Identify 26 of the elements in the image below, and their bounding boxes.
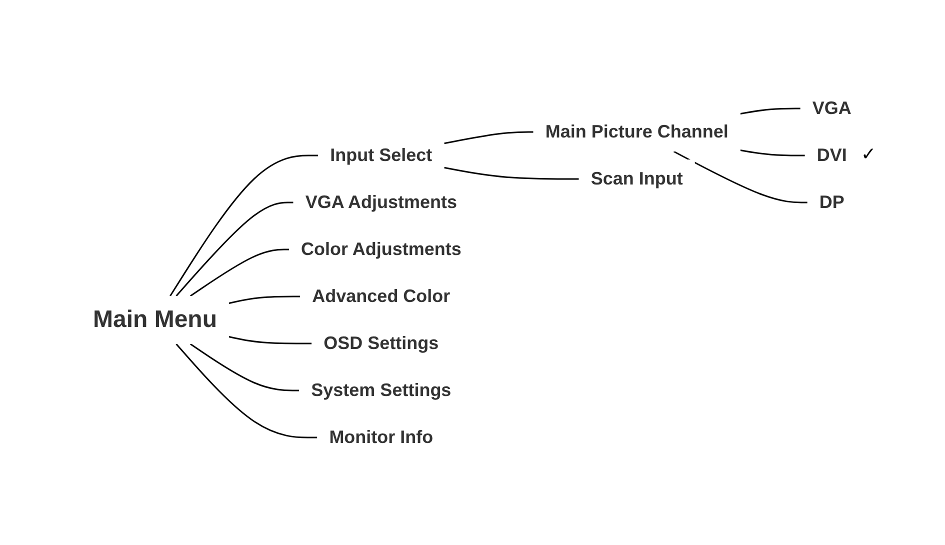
connector [674,150,808,203]
connector [190,342,300,391]
check-mark: ✓ [861,145,876,163]
connector [176,201,294,296]
node-text: Main Picture Channel [546,121,729,141]
node-text: VGA [812,98,852,118]
connector [170,154,318,296]
node-text: Main Menu [93,306,218,332]
connector [740,107,801,114]
connector [444,166,580,180]
connector [176,343,318,438]
connector [740,148,806,156]
node-text: DP [820,192,845,212]
node-text: Monitor Info [329,426,434,446]
connector [229,335,312,344]
connector [190,248,290,296]
node-text: DVI [817,144,848,164]
node-text: OSD Settings [324,332,439,352]
node-text: System Settings [311,380,452,400]
connector [444,130,534,144]
node-text: Color Adjustments [301,238,462,258]
connector [229,295,300,304]
node-text: Advanced Color [312,286,450,306]
node-text: VGA Adjustments [306,192,458,212]
node-text: Scan Input [591,168,684,188]
node-text: Input Select [330,144,432,164]
